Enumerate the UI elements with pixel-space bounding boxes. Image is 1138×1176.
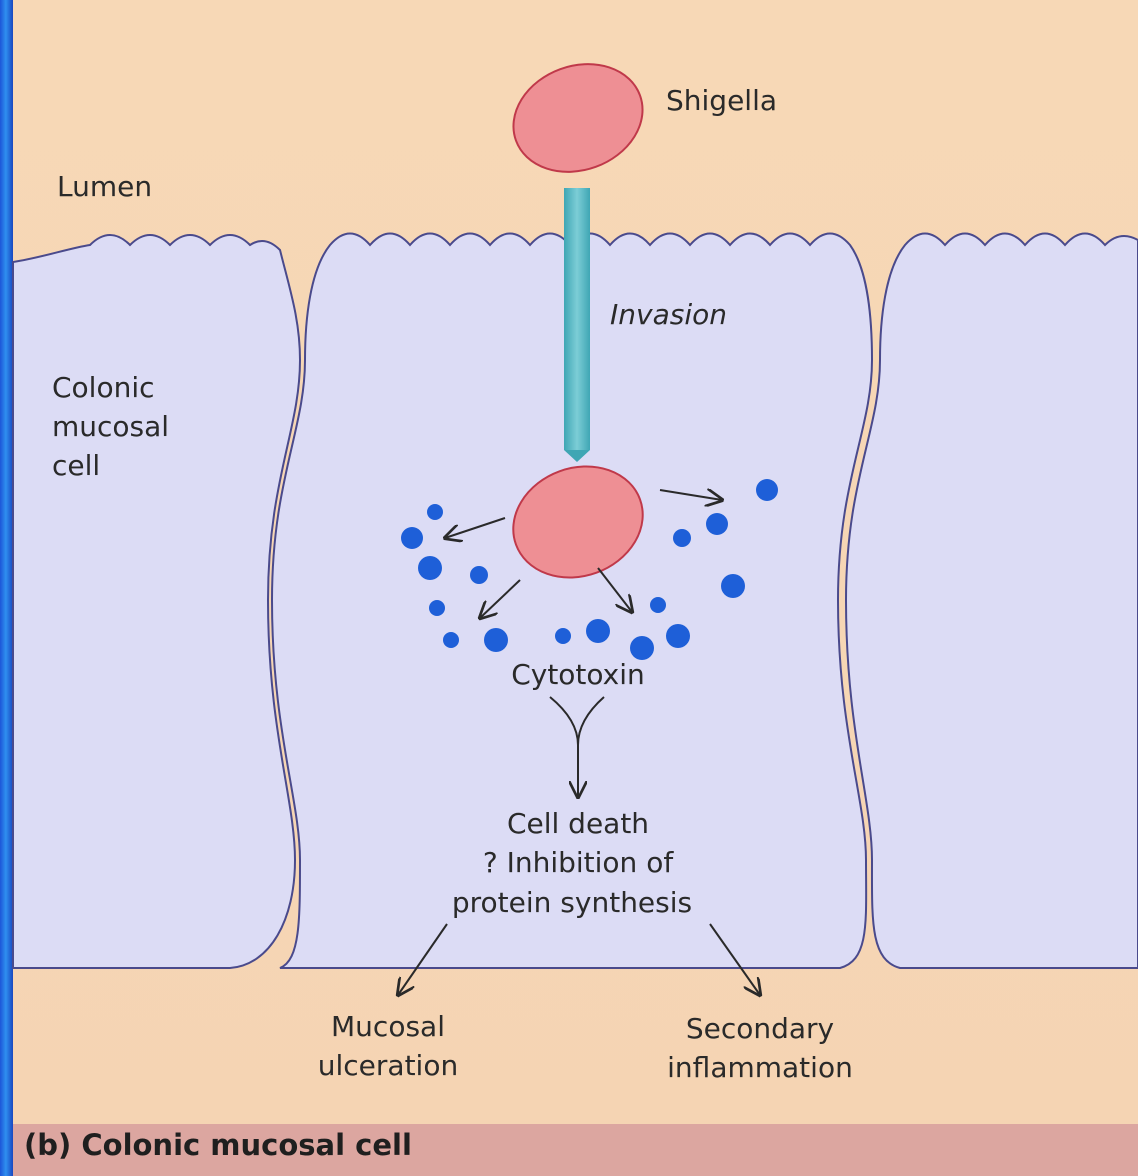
- cell-left: [13, 235, 300, 968]
- cytotoxin-dot: [443, 632, 459, 648]
- cytotoxin-dot: [666, 624, 690, 648]
- figure-caption: (b) Colonic mucosal cell: [24, 1128, 412, 1162]
- cytotoxin-label: Cytotoxin: [511, 658, 645, 691]
- shigella-bacterium: [498, 47, 658, 190]
- cytotoxin-dot: [401, 527, 423, 549]
- lumen-label: Lumen: [57, 170, 152, 203]
- ulceration-label-line: ulceration: [318, 1049, 458, 1082]
- cell-right: [846, 234, 1138, 969]
- cytotoxin-dot: [756, 479, 778, 501]
- cytotoxin-dot: [470, 566, 488, 584]
- cytotoxin-dot: [427, 504, 443, 520]
- cytotoxin-dot: [721, 574, 745, 598]
- cell-death-label-line: protein synthesis: [452, 886, 692, 919]
- invasion-path: [564, 188, 590, 450]
- cytotoxin-dot: [586, 619, 610, 643]
- cytotoxin-dot: [484, 628, 508, 652]
- ulceration-label-line: Mucosal: [331, 1010, 445, 1043]
- inflammation-label-line: inflammation: [667, 1051, 853, 1084]
- cell-death-label-line: Cell death: [507, 807, 649, 840]
- colonic-cell-label-line: cell: [52, 449, 100, 482]
- cytotoxin-dot: [555, 628, 571, 644]
- colonic-cell-label-line: mucosal: [52, 410, 169, 443]
- cytotoxin-dot: [673, 529, 691, 547]
- colonic-cell-label-line: Colonic: [52, 371, 155, 404]
- cytotoxin-dot: [418, 556, 442, 580]
- cytotoxin-dot: [650, 597, 666, 613]
- cytotoxin-dot: [630, 636, 654, 660]
- invasion-label: Invasion: [610, 298, 727, 331]
- cytotoxin-dot: [706, 513, 728, 535]
- shigella-label: Shigella: [666, 84, 777, 117]
- cytotoxin-dot: [429, 600, 445, 616]
- inflammation-label-line: Secondary: [686, 1012, 834, 1045]
- cell-death-label-line: ? Inhibition of: [483, 846, 675, 879]
